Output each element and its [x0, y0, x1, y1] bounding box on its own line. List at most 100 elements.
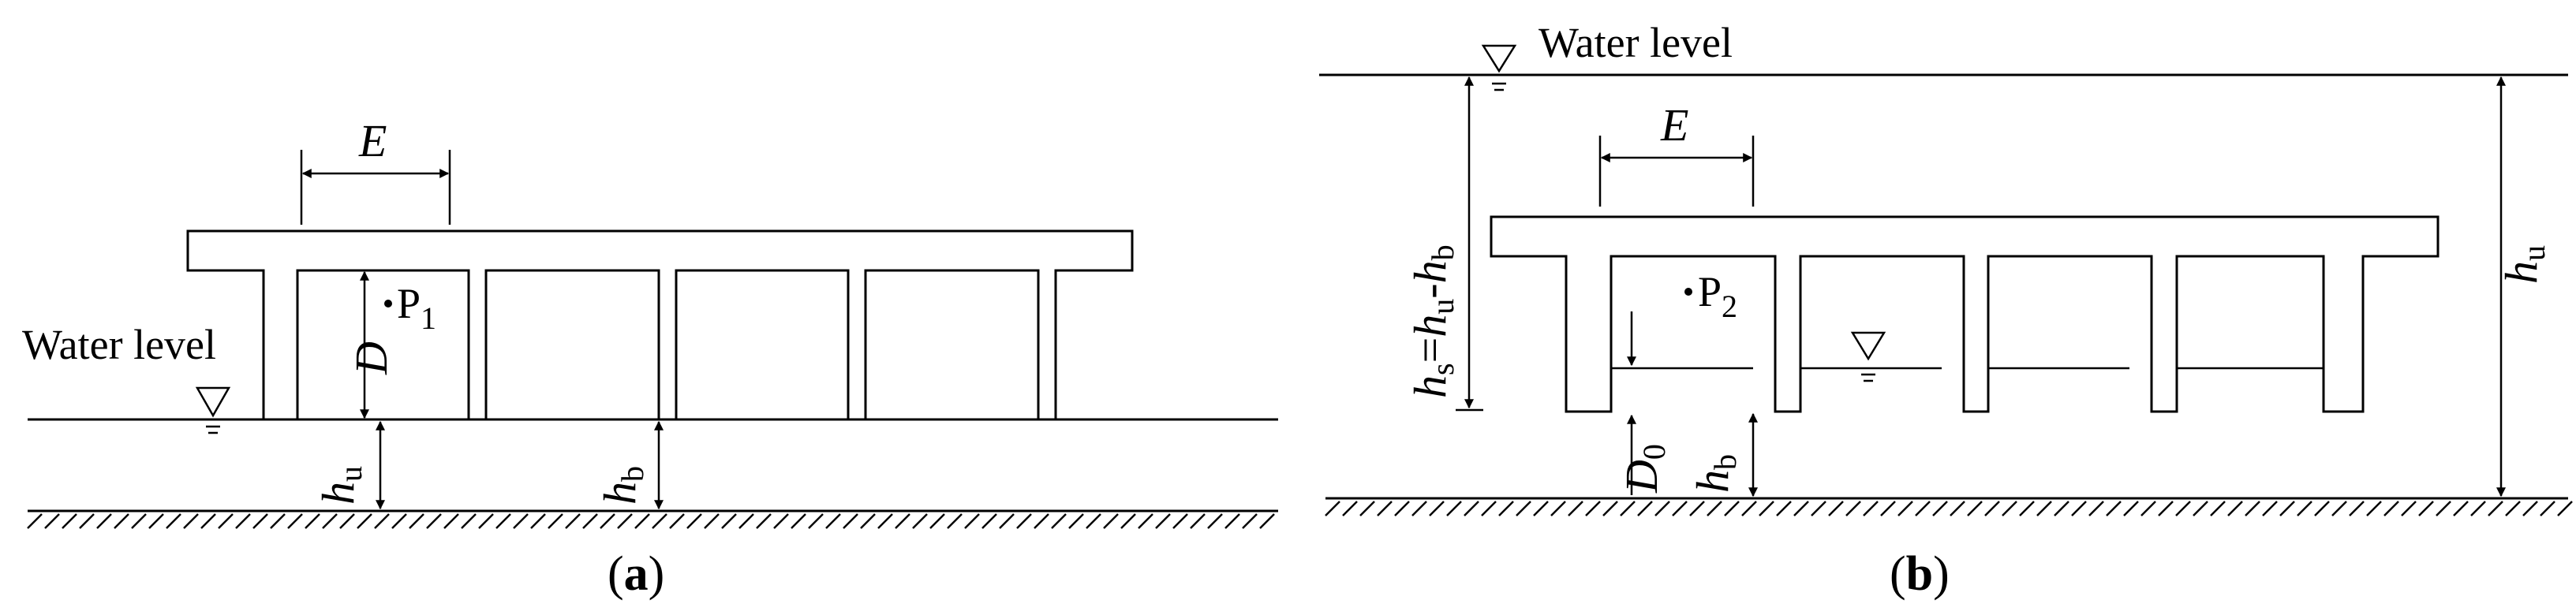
hatch-mark: [669, 513, 685, 529]
hatch-mark: [1155, 513, 1171, 529]
water-level-symbol-inner-b: [1850, 331, 1886, 382]
hatch-mark: [1915, 501, 1931, 516]
hatch-mark: [1863, 501, 1879, 516]
hatch-mark: [2193, 501, 2208, 516]
hatch-mark: [617, 513, 633, 529]
hatch-mark: [2349, 501, 2365, 516]
hatch-mark: [843, 513, 858, 529]
hatch-mark: [1637, 501, 1653, 516]
hatch-mark: [374, 513, 390, 529]
hatch-mark: [44, 513, 60, 529]
hatch-mark: [860, 513, 876, 529]
hatch-mark: [2088, 501, 2104, 516]
hatch-mark: [981, 513, 997, 529]
point-p1: [384, 300, 392, 308]
hatch-mark: [391, 513, 407, 529]
hatch-mark: [2418, 501, 2434, 516]
hatch-mark: [1259, 513, 1275, 529]
point-p1-label: P1: [397, 280, 436, 336]
hatch-mark: [495, 513, 511, 529]
hatch-mark: [1516, 501, 1531, 516]
hatch-mark: [1325, 501, 1340, 516]
hatch-mark: [1793, 501, 1809, 516]
hatch-mark: [877, 513, 893, 529]
hatch-mark: [1068, 513, 1084, 529]
hatch-mark: [2505, 501, 2521, 516]
hatch-mark: [2175, 501, 2191, 516]
water-level-label-a: Water level: [22, 321, 216, 368]
hatch-mark: [1359, 501, 1375, 516]
hatch-mark: [252, 513, 268, 529]
hatch-mark: [1741, 501, 1757, 516]
hatch-mark: [2158, 501, 2174, 516]
deck-structure-b: [1490, 215, 2440, 413]
hatch-mark: [2245, 501, 2260, 516]
hatch-mark: [947, 513, 963, 529]
water-level-label-b: Water level: [1538, 19, 1733, 66]
hatch-mark: [2557, 501, 2573, 516]
hatch-mark: [270, 513, 286, 529]
hatch-mark: [1550, 501, 1566, 516]
hatch-mark: [2019, 501, 2035, 516]
hatch-mark: [2331, 501, 2347, 516]
draft-label-b: D0: [1616, 444, 1672, 494]
hatch-mark: [1984, 501, 2000, 516]
caption-b: (b): [1890, 547, 1950, 601]
hatch-mark: [131, 513, 147, 529]
hatch-mark: [409, 513, 424, 529]
gap-u-label-a: hu: [312, 466, 368, 505]
hatch-mark: [704, 513, 720, 529]
hatch-mark: [1689, 501, 1705, 516]
hatch-mark: [1828, 501, 1844, 516]
submergence-label-b: hs=hu-hb: [1404, 244, 1460, 398]
hatch-mark: [2383, 501, 2399, 516]
point-p2: [1684, 288, 1692, 296]
hatch-mark: [218, 513, 234, 529]
seabed-hatching-a: [27, 513, 1275, 529]
hatch-mark: [114, 513, 129, 529]
hatch-mark: [2054, 501, 2069, 516]
hatch-mark: [1811, 501, 1826, 516]
hatch-mark: [2262, 501, 2278, 516]
hatch-mark: [1759, 501, 1774, 516]
hatch-mark: [2540, 501, 2555, 516]
hatch-mark: [1172, 513, 1188, 529]
hatch-mark: [357, 513, 372, 529]
hatch-mark: [1568, 501, 1583, 516]
hatch-mark: [1086, 513, 1101, 529]
hatch-mark: [721, 513, 737, 529]
hatch-mark: [1051, 513, 1067, 529]
hatch-mark: [200, 513, 216, 529]
gap-b-label-a: hb: [594, 466, 650, 505]
hatch-mark: [808, 513, 824, 529]
hatch-mark: [2436, 501, 2451, 516]
hatch-mark: [1533, 501, 1549, 516]
hatch-mark: [600, 513, 615, 529]
hatch-mark: [1880, 501, 1896, 516]
hatch-mark: [756, 513, 772, 529]
hatch-mark: [791, 513, 806, 529]
hatch-mark: [1724, 501, 1740, 516]
hatch-mark: [738, 513, 754, 529]
hatch-mark: [1654, 501, 1670, 516]
panel-a: Water level E D P1 hu hb (a): [22, 115, 1278, 601]
hatch-mark: [478, 513, 494, 529]
hatch-mark: [1411, 501, 1427, 516]
hatch-mark: [1016, 513, 1032, 529]
hatch-mark: [1242, 513, 1258, 529]
hatch-mark: [305, 513, 320, 529]
water-level-symbol-top-b: [1481, 44, 1517, 91]
hatch-mark: [2071, 501, 2087, 516]
hatch-mark: [2314, 501, 2330, 516]
hatch-mark: [2036, 501, 2052, 516]
hatch-mark: [1602, 501, 1618, 516]
hatch-mark: [2522, 501, 2538, 516]
hatch-mark: [2401, 501, 2417, 516]
hatch-mark: [1207, 513, 1223, 529]
hatch-mark: [1120, 513, 1136, 529]
hatch-mark: [2227, 501, 2243, 516]
hatch-mark: [565, 513, 581, 529]
depth-label-a: D: [346, 341, 397, 375]
hatch-mark: [1620, 501, 1636, 516]
